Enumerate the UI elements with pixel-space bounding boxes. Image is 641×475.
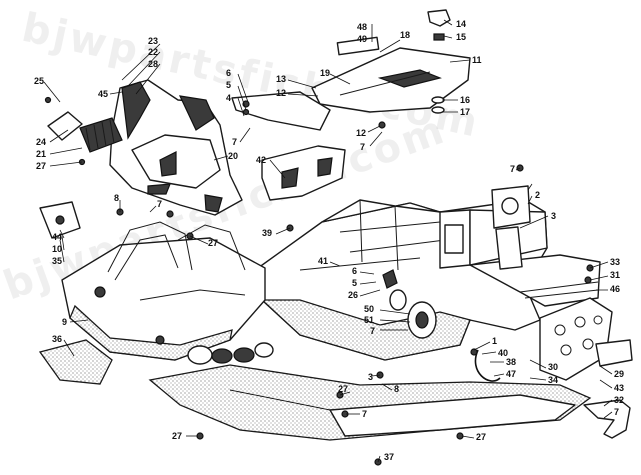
callout-41: 41 bbox=[318, 256, 328, 266]
callout-27-mid: 27 bbox=[208, 238, 218, 248]
callout-33: 33 bbox=[610, 257, 620, 267]
callout-3-bottom: 3 bbox=[368, 372, 373, 382]
callout-22: 22 bbox=[148, 47, 158, 57]
steering-support bbox=[231, 36, 471, 131]
leader-lines bbox=[43, 19, 613, 463]
callout-39: 39 bbox=[262, 228, 272, 238]
callout-38: 38 bbox=[506, 357, 516, 367]
callout-7-left: 7 bbox=[157, 199, 162, 209]
callout-27-bottom: 27 bbox=[338, 384, 348, 394]
right-rail bbox=[469, 226, 601, 307]
callout-36: 36 bbox=[52, 334, 62, 344]
callout-34: 34 bbox=[548, 375, 558, 385]
callout-43: 43 bbox=[614, 383, 624, 393]
callout-21: 21 bbox=[36, 149, 46, 159]
belly-pan bbox=[148, 364, 592, 441]
callout-7-frame: 7 bbox=[370, 326, 375, 336]
callout-1: 1 bbox=[492, 336, 497, 346]
callout-23: 23 bbox=[148, 36, 158, 46]
callout-30: 30 bbox=[548, 362, 558, 372]
callout-7-right: 7 bbox=[510, 164, 515, 174]
callout-5-frame: 5 bbox=[352, 278, 357, 288]
callout-25: 25 bbox=[34, 76, 44, 86]
callout-51: 51 bbox=[364, 315, 374, 325]
callout-49: 49 bbox=[357, 34, 367, 44]
callout-7-mid: 7 bbox=[360, 142, 365, 152]
callout-24: 24 bbox=[36, 137, 46, 147]
callout-35: 35 bbox=[52, 256, 62, 266]
skid-plate bbox=[38, 339, 113, 385]
callout-27-pan: 27 bbox=[172, 431, 182, 441]
callout-7-nose: 7 bbox=[232, 137, 237, 147]
callout-3-right: 3 bbox=[551, 211, 556, 221]
cable bbox=[474, 349, 501, 382]
callout-4: 4 bbox=[226, 93, 231, 103]
hood-bracket bbox=[261, 145, 346, 201]
callout-28: 28 bbox=[148, 59, 158, 69]
callout-5-top: 5 bbox=[226, 80, 231, 90]
callout-32: 32 bbox=[614, 395, 624, 405]
callout-20: 20 bbox=[228, 151, 238, 161]
front-frame bbox=[61, 221, 274, 365]
callout-48: 48 bbox=[357, 22, 367, 32]
callout-2: 2 bbox=[535, 190, 540, 200]
callout-40: 40 bbox=[498, 348, 508, 358]
headlight-assembly bbox=[47, 111, 123, 153]
callout-17: 17 bbox=[460, 107, 470, 117]
nose-cone bbox=[109, 79, 243, 216]
callout-46: 46 bbox=[610, 284, 620, 294]
callout-15: 15 bbox=[456, 32, 466, 42]
pivot-cap bbox=[427, 9, 451, 114]
callout-16: 16 bbox=[460, 95, 470, 105]
tow-hook bbox=[583, 399, 631, 439]
callout-6-frame: 6 bbox=[352, 266, 357, 276]
left-mount-bracket bbox=[39, 201, 81, 239]
callout-47: 47 bbox=[506, 369, 516, 379]
callout-19: 19 bbox=[320, 68, 330, 78]
callout-11: 11 bbox=[472, 55, 482, 65]
callout-27-pan-right: 27 bbox=[476, 432, 486, 442]
callout-31: 31 bbox=[610, 270, 620, 280]
callout-13: 13 bbox=[276, 74, 286, 84]
callout-7-hook: 7 bbox=[614, 407, 619, 417]
callout-27-left: 27 bbox=[36, 161, 46, 171]
side-bracket bbox=[491, 185, 531, 229]
callout-44: 44 bbox=[52, 232, 62, 242]
callout-42: 42 bbox=[256, 155, 266, 165]
callout-12-top: 12 bbox=[276, 88, 286, 98]
callout-6-top: 6 bbox=[226, 68, 231, 78]
callout-7-pan: 7 bbox=[362, 409, 367, 419]
callout-29: 29 bbox=[614, 369, 624, 379]
callout-8-bottom: 8 bbox=[394, 384, 399, 394]
callout-labels: 48 49 18 14 15 11 23 22 28 25 45 6 5 4 1… bbox=[34, 19, 624, 462]
callout-14: 14 bbox=[456, 19, 466, 29]
callout-50: 50 bbox=[364, 304, 374, 314]
callout-10: 10 bbox=[52, 244, 62, 254]
callout-26: 26 bbox=[348, 290, 358, 300]
callout-9: 9 bbox=[62, 317, 67, 327]
running-board-plate bbox=[539, 297, 633, 381]
callout-37: 37 bbox=[384, 452, 394, 462]
callout-12-mid: 12 bbox=[356, 128, 366, 138]
callout-18: 18 bbox=[400, 30, 410, 40]
callout-45: 45 bbox=[98, 89, 108, 99]
callout-8-left: 8 bbox=[114, 193, 119, 203]
